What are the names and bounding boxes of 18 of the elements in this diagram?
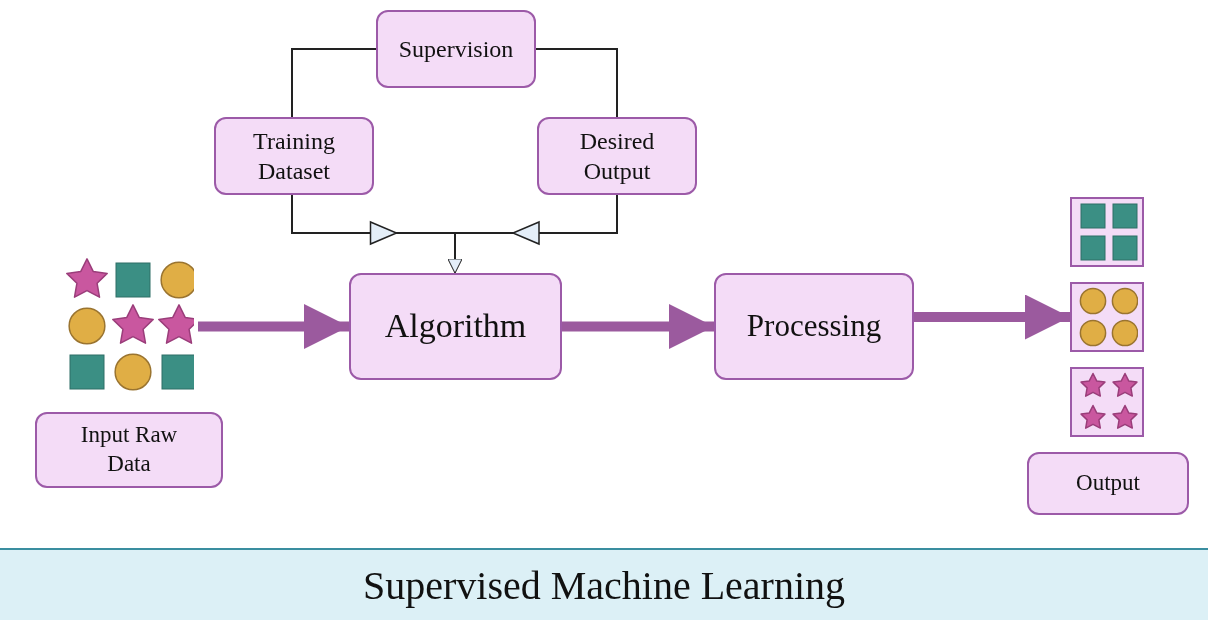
process-box [1027,452,1189,515]
node-label: Processing [746,307,882,346]
output-group-box [1070,197,1144,267]
node-label: Algorithm [384,306,527,347]
output-group-box [1070,282,1144,352]
process-box [214,117,374,195]
process-box [376,10,536,88]
node-label: Output [1076,469,1140,498]
process-box [35,412,223,488]
process-box [349,273,562,380]
node-label: Desired Output [578,127,656,186]
node-label: Supervision [398,35,514,64]
node-label: Training Dataset [252,127,336,186]
title: Supervised Machine Learning [362,561,846,609]
output-group-box [1070,367,1144,437]
process-box [714,273,914,380]
process-box [537,117,697,195]
node-label: Input Raw Data [79,421,179,478]
